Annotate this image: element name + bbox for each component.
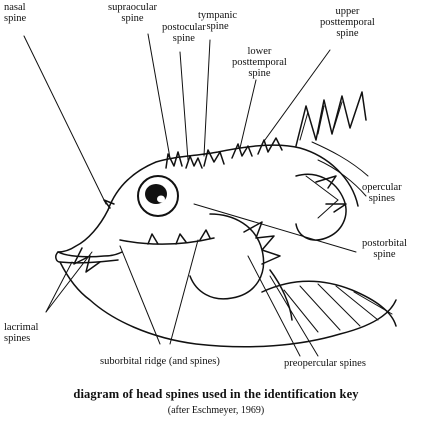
preopercle-lower [269, 269, 293, 321]
lacrimal-leader-a [45, 261, 73, 313]
label-nasal-spine: nasal spine [4, 2, 27, 24]
label-preopercular-spines: preopercular spines [284, 358, 366, 369]
suborbital-leader-a [119, 245, 161, 345]
supraocular-leader [147, 33, 171, 159]
opercular-leader-lower [317, 199, 339, 219]
figure-caption: diagram of head spines used in the ident… [73, 387, 359, 401]
eye [137, 175, 179, 217]
upper-posttemporal-spines [257, 137, 283, 155]
mouth-line [55, 251, 119, 264]
suborbital-ridge [119, 237, 215, 245]
label-supraocular-spine: supraocular spine [108, 2, 157, 24]
lower-jaw [59, 261, 397, 348]
lower-posttemporal-spines [231, 143, 253, 159]
suborbital-leader-b [169, 239, 199, 345]
pectoral-fin [261, 280, 397, 327]
tympanic-spines [203, 149, 225, 167]
preopercular-leader-a [247, 255, 301, 357]
figure-credit: (after Eschmeyer, 1969) [167, 405, 265, 416]
postocular-spines [185, 155, 203, 169]
leader-lines [23, 33, 357, 357]
preopercular-ridge [243, 221, 281, 265]
dorsal-fin-rays [299, 97, 361, 141]
postorbital-leader [193, 203, 357, 253]
label-suborbital-ridge: suborbital ridge (and spines) [100, 356, 220, 367]
pupil-highlight [157, 195, 165, 203]
upper-jaw [57, 251, 123, 258]
label-postorbital-spine: postorbital spine [362, 238, 407, 260]
lacrimal-leader-b [45, 251, 93, 313]
label-postocular-spine: postocular spine [162, 22, 206, 44]
label-upper-posttemporal-spine: upper posttemporal spine [320, 6, 375, 39]
label-lacrimal-spines: lacrimal spines [4, 322, 39, 344]
lacrimal-spines [73, 247, 101, 273]
label-opercular-spines: opercular spines [362, 182, 402, 204]
preopercular-leader-b [269, 275, 319, 357]
opercle [295, 173, 347, 241]
label-lower-posttemporal-spine: lower posttemporal spine [232, 46, 287, 79]
postocular-leader [179, 51, 189, 161]
suborbital-spines [147, 229, 211, 245]
lower-posttemporal-leader [239, 79, 257, 149]
upper-posttemporal-leader [261, 49, 331, 145]
snout-outline [57, 209, 109, 253]
head-outline [107, 144, 359, 211]
tympanic-leader [203, 39, 211, 157]
opercular-leader-upper [305, 175, 339, 201]
body-marks [311, 141, 369, 197]
nasal-leader [23, 35, 107, 205]
opercular-spines [315, 175, 347, 213]
pectoral-fin-rays [283, 283, 393, 333]
supraocular-spines [165, 151, 183, 169]
label-tympanic-spine: tympanic spine [198, 10, 238, 32]
